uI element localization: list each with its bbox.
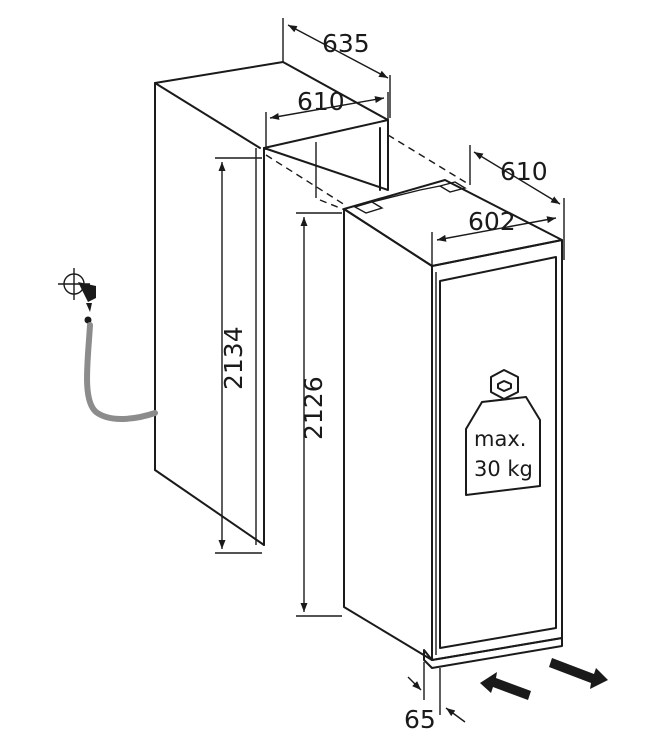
dimension-niche-inner-depth: 610 [265, 87, 389, 150]
cabinet-niche [154, 61, 389, 546]
dim-610-appliance-label: 610 [500, 157, 548, 186]
dim-65-label: 65 [404, 705, 436, 734]
dimension-niche-depth: 635 [282, 18, 391, 118]
guide-lines [265, 134, 471, 211]
appliance [343, 179, 563, 669]
weight-max-label: max. [474, 427, 526, 451]
dimension-appliance-depth: 610 [469, 145, 565, 260]
weight-value-label: 30 kg [474, 457, 533, 481]
dim-635-label: 635 [322, 29, 370, 58]
install-arrows [480, 658, 608, 700]
push-in-arrow-icon [480, 672, 531, 700]
dim-602-label: 602 [468, 207, 516, 236]
dimension-appliance-width: 602 [431, 207, 557, 266]
dimension-appliance-height: 2126 [296, 212, 342, 617]
water-connection [58, 268, 158, 422]
pull-out-arrow-icon [549, 658, 608, 689]
dim-2134-label: 2134 [219, 326, 248, 390]
water-hose [84, 322, 158, 422]
dim-2126-label: 2126 [299, 376, 328, 440]
dimension-front-offset: 65 [404, 662, 466, 734]
dimension-niche-height: 2134 [215, 157, 262, 554]
weight-icon [465, 369, 541, 496]
dim-610-niche-label: 610 [297, 87, 345, 116]
